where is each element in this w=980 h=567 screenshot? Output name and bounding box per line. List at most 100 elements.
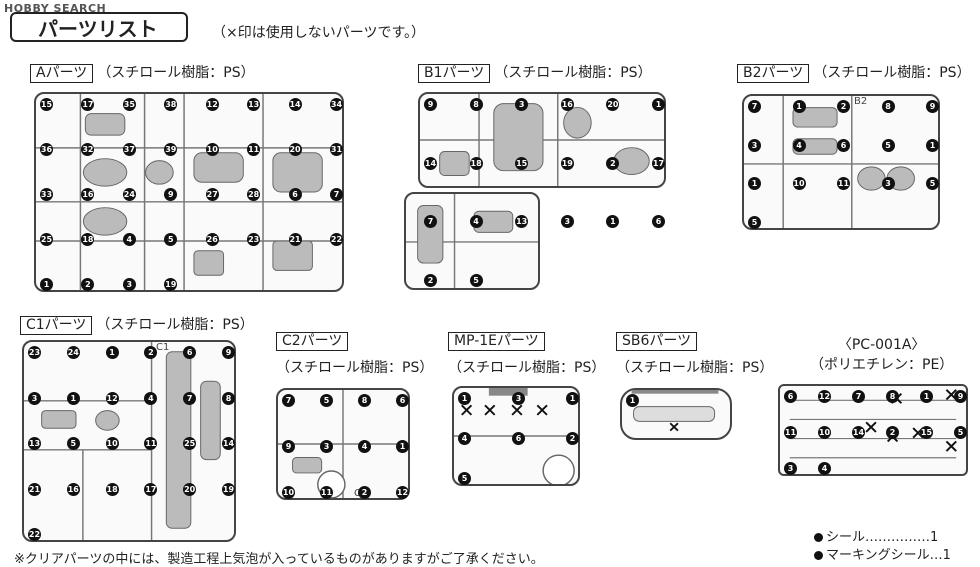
part-number-badge: 1 xyxy=(606,215,620,229)
part-number-badge: 23 xyxy=(28,346,41,359)
part-number-badge: 6 xyxy=(784,390,797,403)
section-tag: B2パーツ xyxy=(737,64,810,83)
part-number-badge: 8 xyxy=(886,390,899,403)
part-number-badge: 5 xyxy=(954,426,967,439)
part-number-badge: 20 xyxy=(183,482,197,496)
part-number-badge: 13 xyxy=(28,437,41,450)
part-number-badge: 25 xyxy=(183,437,197,450)
runner-code: C1 xyxy=(156,342,170,353)
bullet-icon xyxy=(814,533,823,542)
part-number-badge: 8 xyxy=(881,100,895,113)
part-number-badge: 3 xyxy=(515,98,529,111)
part-number-badge: 1 xyxy=(566,392,579,405)
part-number-badge: 5 xyxy=(748,216,761,229)
part-number-badge: 2 xyxy=(566,432,579,445)
marking-sticker-row: マーキングシール…1 xyxy=(814,544,951,563)
part-number-badge: 4 xyxy=(818,462,831,475)
part-number-badge: 2 xyxy=(424,274,437,287)
unused-parts-note: （×印は使用しないパーツです。） xyxy=(212,25,426,41)
runner-code: B2 xyxy=(854,96,868,107)
part-number-badge: 2 xyxy=(358,486,371,499)
part-number-badge: 11 xyxy=(144,437,158,450)
part-number-badge: 4 xyxy=(144,391,158,405)
part-number-badge: 14 xyxy=(852,426,865,439)
part-number-badge: 19 xyxy=(164,278,178,291)
part-number-badge: 10 xyxy=(105,437,119,450)
part-number-badge: 6 xyxy=(512,432,525,445)
part-number-badge: 11 xyxy=(837,177,850,191)
part-number-badge: 17 xyxy=(81,98,95,111)
runner-mp1e-frame xyxy=(454,388,578,484)
clear-parts-footnote: ※クリアパーツの中には、製造工程上気泡が入っているものがありますがご了承ください… xyxy=(14,552,544,567)
part-number-badge: 26 xyxy=(205,233,219,246)
part-number-badge: 20 xyxy=(606,98,620,111)
section-tag: SB6パーツ xyxy=(616,332,698,351)
section-tag: C2パーツ xyxy=(276,332,349,351)
runner-c1-frame xyxy=(24,342,221,540)
section-tag: B1パーツ xyxy=(418,64,491,83)
part-number-badge: 22 xyxy=(330,233,343,246)
part-number-badge: 15 xyxy=(920,426,933,439)
part-number-badge: 1 xyxy=(926,138,939,152)
part-number-badge: 3 xyxy=(784,462,797,475)
part-number-badge: 8 xyxy=(222,391,235,405)
part-number-badge: 4 xyxy=(458,432,471,445)
part-number-badge: 9 xyxy=(954,390,967,403)
part-number-badge: 1 xyxy=(66,391,80,405)
part-number-badge: 8 xyxy=(469,98,483,111)
part-number-badge: 4 xyxy=(792,138,806,152)
part-number-badge: 32 xyxy=(81,143,95,156)
part-number-badge: 1 xyxy=(458,392,471,405)
section-c2-label: C2パーツ （スチロール樹脂：PS） xyxy=(276,332,434,376)
section-b2-label: B2パーツ（スチロール樹脂：PS） xyxy=(737,62,971,83)
part-number-badge: 1 xyxy=(748,177,761,191)
part-number-badge: 36 xyxy=(40,143,53,156)
bullet-icon xyxy=(814,551,823,560)
part-number-badge: 9 xyxy=(926,100,939,113)
part-number-badge: 1 xyxy=(652,98,665,111)
part-number-badge: 12 xyxy=(396,486,409,499)
part-number-badge: 19 xyxy=(560,156,574,170)
part-number-badge: 24 xyxy=(66,346,80,359)
part-number-badge: 11 xyxy=(784,426,797,439)
runner-b2: B2 xyxy=(742,94,940,230)
part-number-badge: 2 xyxy=(144,346,158,359)
part-number-badge: 10 xyxy=(205,143,219,156)
section-tag: Aパーツ xyxy=(30,64,94,83)
part-number-badge: 5 xyxy=(66,437,80,450)
part-number-badge: 2 xyxy=(837,100,850,113)
runner-b1-frame xyxy=(420,94,664,186)
part-number-badge: 20 xyxy=(288,143,302,156)
part-number-badge: 10 xyxy=(818,426,831,439)
runner-sb6-frame xyxy=(631,390,719,432)
part-number-badge: 2 xyxy=(81,278,95,291)
part-number-badge: 6 xyxy=(652,215,665,229)
part-number-badge: 18 xyxy=(469,156,483,170)
part-number-badge: 5 xyxy=(320,394,333,407)
part-number-badge: 7 xyxy=(748,100,761,113)
runner-b2-frame xyxy=(744,96,938,228)
part-number-badge: 37 xyxy=(122,143,136,156)
part-number-badge: 9 xyxy=(222,346,235,359)
part-number-badge: 5 xyxy=(469,274,483,287)
runner-b1-bottom-frame xyxy=(406,194,538,288)
part-number-badge: 15 xyxy=(40,98,53,111)
part-number-badge: 15 xyxy=(515,156,529,170)
section-c1-label: C1パーツ（スチロール樹脂：PS） xyxy=(20,314,254,335)
part-number-badge: 23 xyxy=(247,233,261,246)
part-number-badge: 7 xyxy=(852,390,865,403)
part-number-badge: 16 xyxy=(81,188,95,201)
section-tag: C1パーツ xyxy=(20,316,93,335)
part-number-badge: 18 xyxy=(105,482,119,496)
part-number-badge: 21 xyxy=(288,233,302,246)
part-number-badge: 6 xyxy=(396,394,409,407)
part-number-badge: 8 xyxy=(358,394,371,407)
runner-c1: C1 xyxy=(22,340,236,542)
part-number-badge: 3 xyxy=(122,278,136,291)
section-a-label: Aパーツ（スチロール樹脂：PS） xyxy=(30,62,255,83)
runner-b1-bottom xyxy=(404,192,540,290)
part-number-badge: 9 xyxy=(424,98,437,111)
part-number-badge: 9 xyxy=(282,440,295,453)
part-number-badge: 1 xyxy=(626,394,639,407)
runner-pc xyxy=(778,384,968,476)
